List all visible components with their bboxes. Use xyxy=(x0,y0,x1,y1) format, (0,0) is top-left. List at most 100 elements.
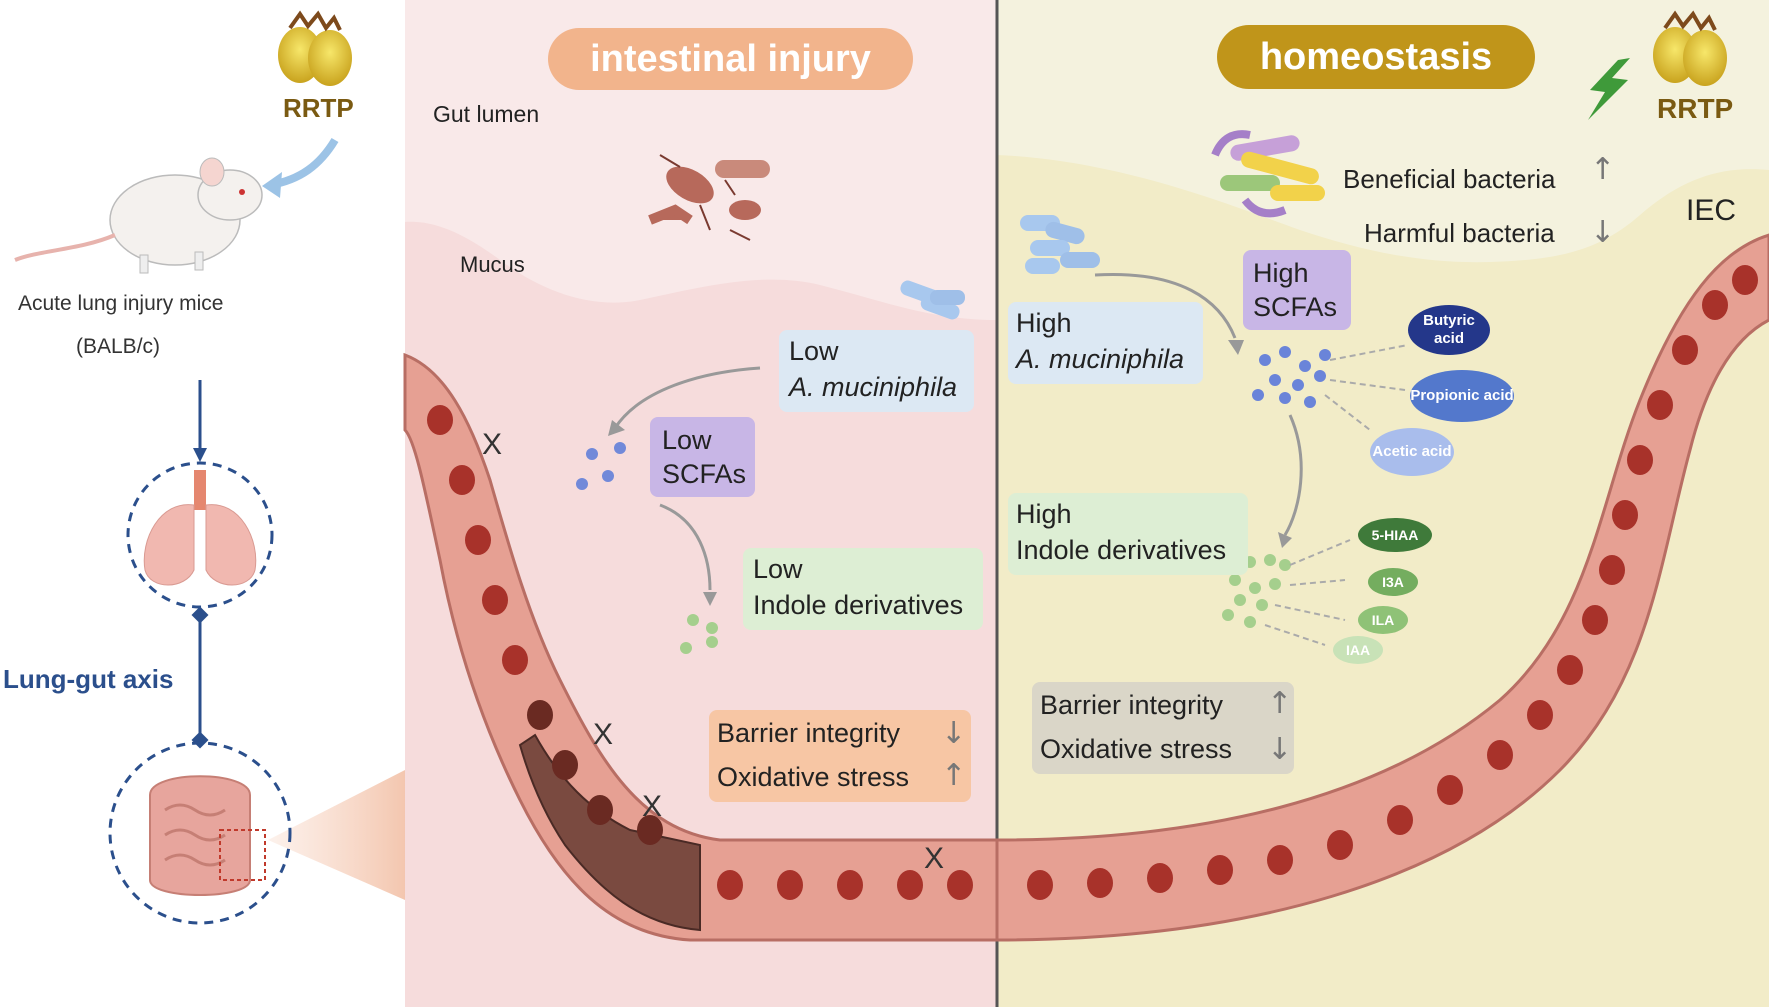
akk-to-scfa-arrow-injury xyxy=(613,366,761,429)
gut-circle xyxy=(108,741,292,925)
lightning-icon xyxy=(1588,58,1630,120)
cell-nucleus xyxy=(1267,845,1293,875)
indole-level-homeostasis: High xyxy=(1016,499,1072,529)
cell-nucleus xyxy=(1527,700,1553,730)
damage-mark-3: X xyxy=(642,790,663,823)
gut-lumen-label: Gut lumen xyxy=(433,101,540,127)
magnification-wedge xyxy=(268,770,405,900)
cell-nucleus xyxy=(1387,805,1413,835)
cell-nucleus xyxy=(1627,445,1653,475)
scfa-dots-homeostasis xyxy=(1252,346,1331,408)
intestine-illustration xyxy=(149,775,266,896)
scfa-name-injury: SCFAs xyxy=(662,459,747,489)
strain-label: (BALB/c) xyxy=(76,335,161,358)
akk-level-homeostasis: High xyxy=(1016,308,1072,338)
cell-nucleus xyxy=(1437,775,1463,805)
akk-rods-homeostasis xyxy=(1020,215,1100,274)
homeostasis-lumen xyxy=(997,0,1769,263)
indole-level-injury: Low xyxy=(753,554,803,584)
akk-name-injury: A. muciniphila xyxy=(789,372,958,402)
oxidative-up-arrow: ↑ xyxy=(941,758,967,793)
rrtp-label-right: RRTP xyxy=(1657,93,1734,124)
damaged-epithelium xyxy=(518,733,701,932)
akk-name-homeostasis: A. muciniphila xyxy=(1016,344,1185,374)
oxidative-down-arrow: ↓ xyxy=(1267,732,1293,767)
cell-nucleus xyxy=(637,815,663,845)
scfa-box-homeostasis: High SCFAs xyxy=(1243,250,1351,330)
indole-box-homeostasis: High Indole derivatives xyxy=(1008,493,1248,575)
cell-nucleus xyxy=(1732,265,1758,295)
scfa-level-homeostasis: High xyxy=(1253,258,1309,288)
barrier-down-arrow: ↓ xyxy=(941,716,967,751)
akk-box-homeostasis: High A. muciniphila xyxy=(1008,302,1203,384)
beneficial-up-arrow: ↑ xyxy=(1590,152,1616,187)
model-label: Acute lung injury mice xyxy=(18,292,224,315)
indole-name-injury: Indole derivatives xyxy=(753,590,964,620)
acetic-acid-badge: Acetic acid xyxy=(1370,428,1454,476)
cell-nucleus xyxy=(1557,655,1583,685)
lung-gut-axis-label: Lung-gut axis xyxy=(3,664,174,694)
scfa-dashed-arrows xyxy=(1324,344,1409,431)
cell-nucleus xyxy=(587,795,613,825)
damage-mark-1: X xyxy=(482,428,503,461)
5-hiaa-badge: 5-HIAA xyxy=(1358,518,1432,552)
damage-mark-4: X xyxy=(924,842,945,875)
cell-nucleus xyxy=(897,870,923,900)
barrier-label-injury: Barrier integrity xyxy=(717,718,901,748)
propionic-acid-badge: Propionic acid xyxy=(1410,370,1514,422)
damage-mark-2: X xyxy=(593,718,614,751)
i3a-badge: I3A xyxy=(1368,568,1418,596)
cell-nucleus xyxy=(1582,605,1608,635)
barrier-label-homeostasis: Barrier integrity xyxy=(1040,690,1224,720)
akk-box-injury: Low A. muciniphila xyxy=(779,330,974,412)
rrtp-fruit-left xyxy=(278,10,352,86)
cell-nucleus xyxy=(1612,500,1638,530)
rrtp-label-left: RRTP xyxy=(283,93,354,123)
indole-name-homeostasis: Indole derivatives xyxy=(1016,535,1227,565)
homeostasis-title: homeostasis xyxy=(1217,25,1535,89)
barrier-up-arrow: ↑ xyxy=(1267,686,1293,721)
cell-nucleus xyxy=(1702,290,1728,320)
homeostasis-epithelium xyxy=(995,233,1769,942)
indole-dots-homeostasis xyxy=(1222,554,1291,628)
epithelial-cells xyxy=(427,265,1758,900)
akk-to-scfa-arrow-homeostasis xyxy=(1094,272,1237,339)
barrier-box-homeostasis: Barrier integrity Oxidative stress ↑ ↓ xyxy=(1032,682,1294,774)
cell-nucleus xyxy=(449,465,475,495)
harmful-bacteria-cluster xyxy=(648,154,770,241)
scfa-level-injury: Low xyxy=(662,425,712,455)
oxidative-label-homeostasis: Oxidative stress xyxy=(1040,734,1233,764)
cell-nucleus xyxy=(552,750,578,780)
cell-nucleus xyxy=(482,585,508,615)
cell-nucleus xyxy=(502,645,528,675)
scfa-box-injury: Low SCFAs xyxy=(650,417,755,497)
cell-nucleus xyxy=(717,870,743,900)
indole-dashed-arrows xyxy=(1264,539,1351,646)
cell-nucleus xyxy=(1027,870,1053,900)
cell-nucleus xyxy=(837,870,863,900)
scfa-dots-injury xyxy=(576,442,626,490)
cell-nucleus xyxy=(1147,863,1173,893)
indole-box-injury: Low Indole derivatives xyxy=(743,548,983,630)
rrtp-fruit-right xyxy=(1653,10,1727,86)
cell-nucleus xyxy=(427,405,453,435)
harmful-down-arrow: ↓ xyxy=(1590,215,1616,250)
lungs-illustration xyxy=(143,470,257,586)
indole-dots-injury xyxy=(680,614,718,654)
oxidative-label-injury: Oxidative stress xyxy=(717,762,910,792)
cell-nucleus xyxy=(947,870,973,900)
cell-nucleus xyxy=(1207,855,1233,885)
cell-nucleus xyxy=(1087,868,1113,898)
scfa-to-indole-arrow-homeostasis xyxy=(1283,414,1303,536)
cell-nucleus xyxy=(1599,555,1625,585)
iaa-badge: IAA xyxy=(1333,636,1383,664)
beneficial-bacteria-cluster xyxy=(1211,130,1325,218)
cell-nucleus xyxy=(1327,830,1353,860)
beneficial-label: Beneficial bacteria xyxy=(1343,164,1556,194)
mucus-label: Mucus xyxy=(460,252,525,277)
cell-nucleus xyxy=(465,525,491,555)
butyric-acid-badge: Butyric acid xyxy=(1408,305,1490,355)
ila-badge: ILA xyxy=(1358,606,1408,634)
